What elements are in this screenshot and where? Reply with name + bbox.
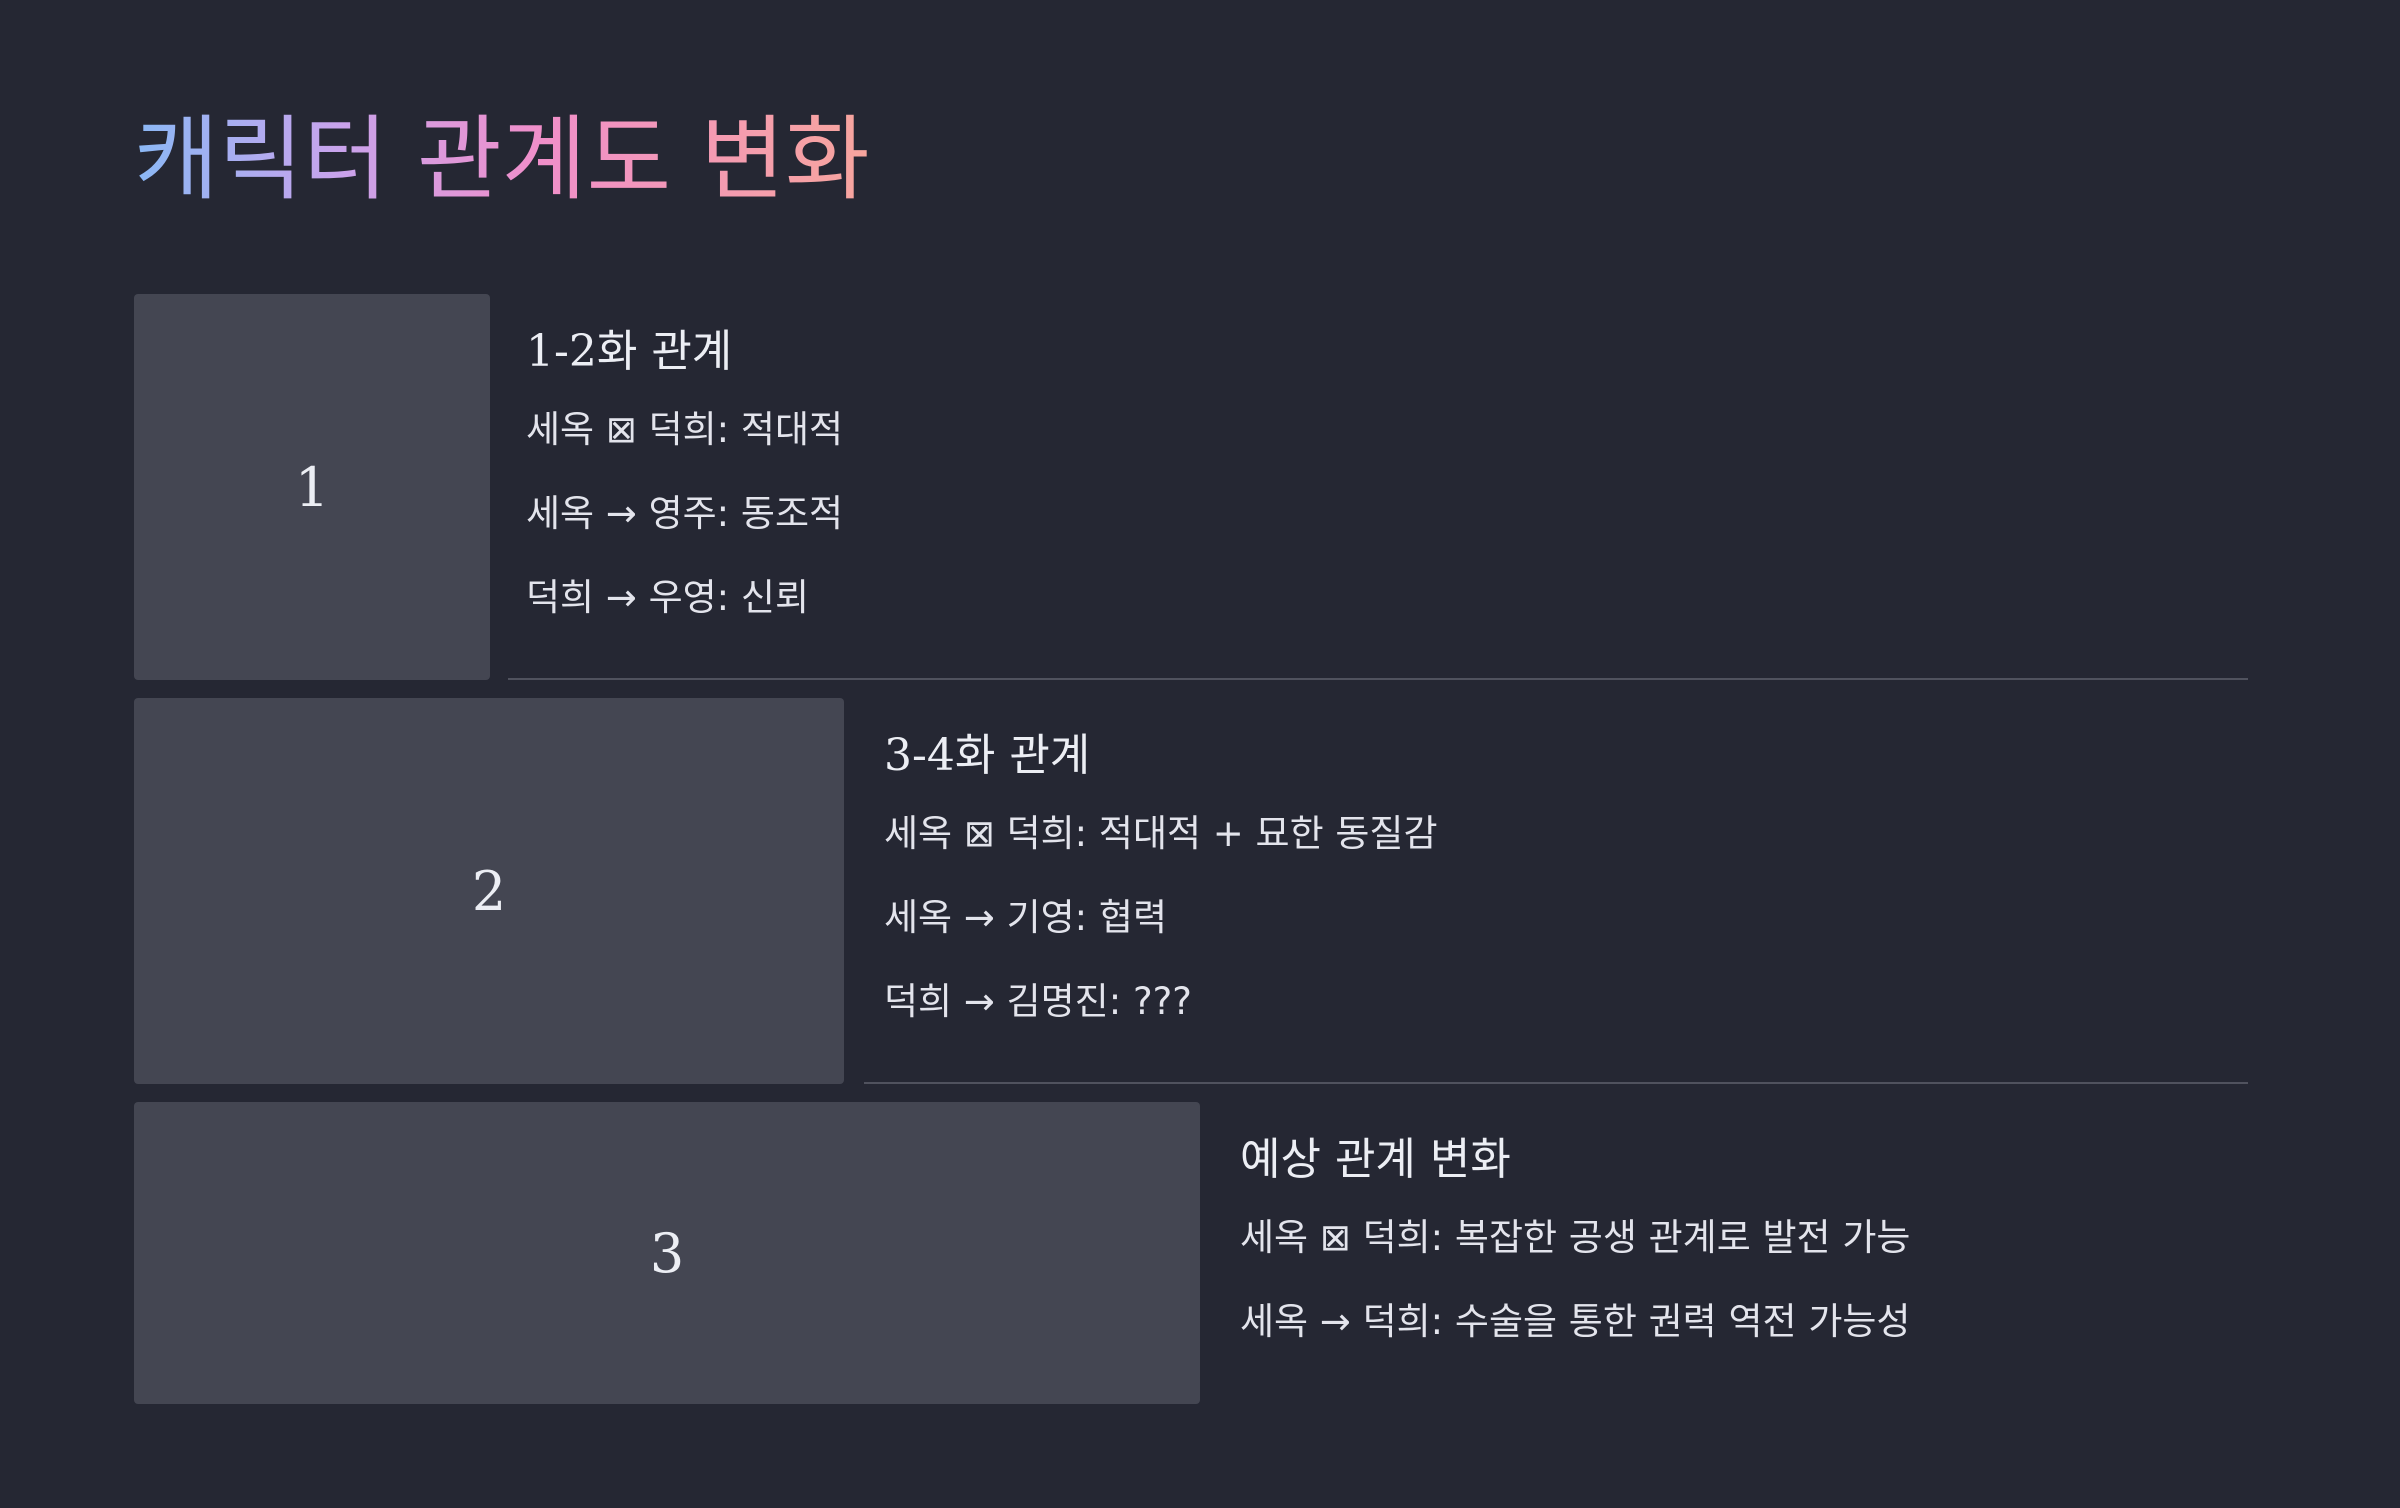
step-title: 1-2화 관계 bbox=[526, 326, 733, 377]
relation-list: 세옥 ⊠ 덕희: 복잡한 공생 관계로 발전 가능 세옥 → 덕희: 수술을 통… bbox=[1240, 1216, 1910, 1384]
relationship-step-2: 2 3-4화 관계 세옥 ⊠ 덕희: 적대적 + 묘한 동질감 세옥 → 기영:… bbox=[134, 698, 2248, 1084]
relation-item: 덕희 → 김명진: ??? bbox=[884, 980, 1192, 1023]
divider bbox=[508, 678, 2248, 680]
step-number-box: 1 bbox=[134, 294, 490, 680]
relation-list: 세옥 ⊠ 덕희: 적대적 세옥 → 영주: 동조적 덕희 → 우영: 신뢰 bbox=[526, 408, 843, 660]
divider bbox=[864, 1082, 2248, 1084]
relation-item: 세옥 → 영주: 동조적 bbox=[526, 492, 844, 535]
step-number: 3 bbox=[649, 1221, 685, 1285]
relation-item: 세옥 ⊠ 덕희: 복잡한 공생 관계로 발전 가능 bbox=[1240, 1216, 1911, 1259]
step-title: 예상 관계 변화 bbox=[1240, 1134, 1511, 1185]
relationship-step-1: 1 1-2화 관계 세옥 ⊠ 덕희: 적대적 세옥 → 영주: 동조적 덕희 →… bbox=[134, 294, 2248, 680]
relation-item: 세옥 → 덕희: 수술을 통한 권력 역전 가능성 bbox=[1240, 1300, 1911, 1343]
page-title: 캐릭터 관계도 변화 bbox=[134, 100, 870, 220]
step-number: 2 bbox=[471, 859, 507, 923]
relation-item: 세옥 ⊠ 덕희: 적대적 + 묘한 동질감 bbox=[884, 812, 1438, 855]
step-number: 1 bbox=[294, 455, 330, 519]
relation-list: 세옥 ⊠ 덕희: 적대적 + 묘한 동질감 세옥 → 기영: 협력 덕희 → 김… bbox=[884, 812, 1438, 1064]
relationship-step-3: 3 예상 관계 변화 세옥 ⊠ 덕희: 복잡한 공생 관계로 발전 가능 세옥 … bbox=[134, 1102, 2248, 1404]
relation-item: 세옥 → 기영: 협력 bbox=[884, 896, 1167, 939]
relation-item: 덕희 → 우영: 신뢰 bbox=[526, 576, 809, 619]
step-number-box: 3 bbox=[134, 1102, 1200, 1404]
step-number-box: 2 bbox=[134, 698, 844, 1084]
relation-item: 세옥 ⊠ 덕희: 적대적 bbox=[526, 408, 844, 451]
step-title: 3-4화 관계 bbox=[884, 730, 1091, 781]
